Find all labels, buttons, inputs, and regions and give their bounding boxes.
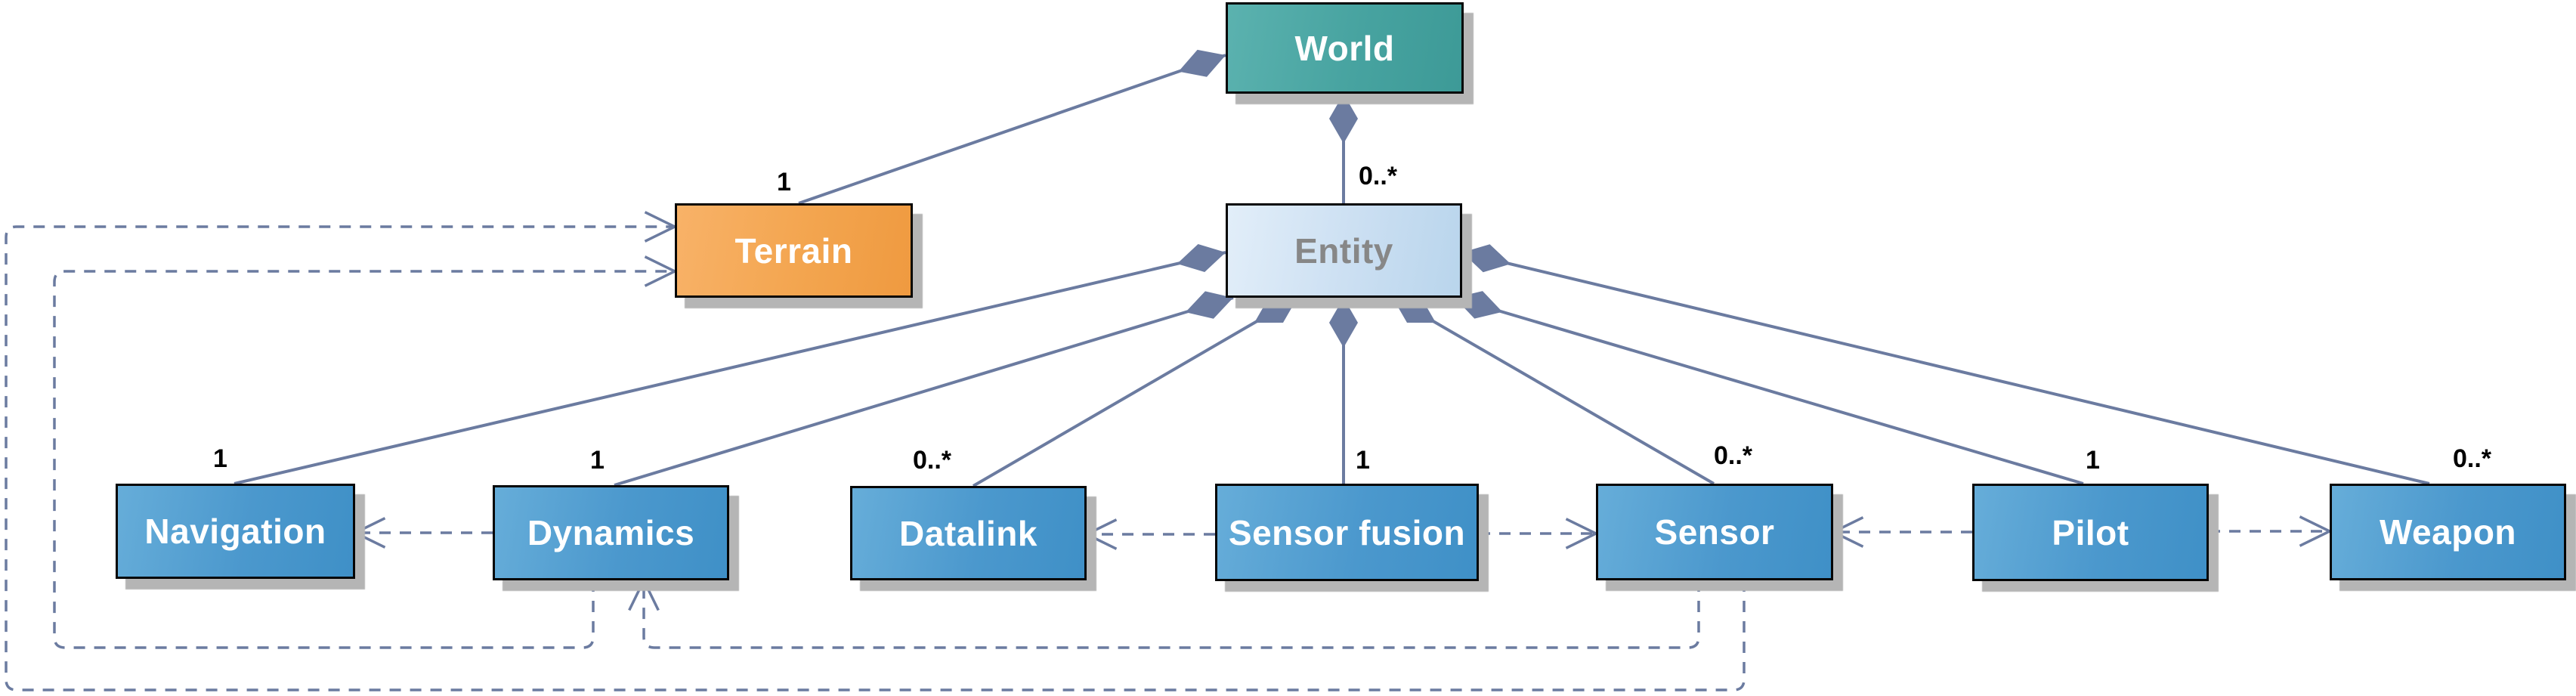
class-dynamics-label: Dynamics — [527, 513, 695, 552]
composition-entity-datalink — [972, 296, 1299, 487]
multiplicity-entity: 0..* — [1359, 162, 1398, 190]
class-weapon-label: Weapon — [2379, 512, 2517, 552]
class-sensor: Sensor — [1596, 484, 1833, 580]
dependency-pilot-sensor — [1830, 516, 1972, 548]
multiplicity-weapon: 0..* — [2453, 444, 2492, 473]
multiplicity-pilot: 1 — [2086, 446, 2100, 475]
class-world-label: World — [1294, 28, 1395, 68]
open-arrowhead-icon — [1830, 516, 1864, 548]
class-terrain-label: Terrain — [734, 230, 853, 271]
composition-entity-weapon — [1461, 244, 2430, 485]
class-entity: Entity — [1226, 203, 1462, 298]
dependency-sensorfusion-sensor — [1479, 518, 1599, 549]
multiplicity-terrain: 1 — [777, 168, 791, 196]
class-terrain: Terrain — [675, 203, 913, 298]
class-pilot-label: Pilot — [2052, 512, 2129, 552]
class-sensor-label: Sensor — [1654, 512, 1775, 552]
class-datalink-label: Datalink — [899, 513, 1038, 553]
class-sensor-fusion-label: Sensor fusion — [1228, 512, 1466, 552]
dependency-dynamics-navigation — [352, 517, 493, 549]
dependency-sensor-dynamics — [628, 577, 1700, 649]
composition-world-entity — [1329, 94, 1358, 203]
open-arrowhead-icon — [352, 517, 386, 549]
dependency-pilot-weapon — [2209, 515, 2333, 547]
multiplicity-navigation: 1 — [213, 444, 227, 473]
open-arrowhead-icon — [1084, 518, 1118, 550]
multiplicity-sensor-fusion: 1 — [1356, 446, 1370, 475]
composition-entity-dynamics — [614, 291, 1234, 487]
composition-world-terrain — [798, 49, 1226, 205]
composition-entity-navigation — [233, 244, 1226, 485]
multiplicity-sensor: 0..* — [1714, 441, 1753, 470]
multiplicity-dynamics: 1 — [590, 446, 605, 475]
open-arrowhead-icon — [628, 577, 660, 611]
class-navigation: Navigation — [116, 484, 355, 579]
class-world: World — [1226, 2, 1464, 94]
class-weapon: Weapon — [2330, 484, 2566, 580]
class-datalink: Datalink — [850, 486, 1087, 580]
class-navigation-label: Navigation — [144, 512, 326, 551]
class-dynamics: Dynamics — [493, 485, 729, 580]
dependency-sensorfusion-datalink — [1084, 518, 1215, 550]
class-pilot: Pilot — [1972, 484, 2209, 581]
class-sensor-fusion: Sensor fusion — [1215, 484, 1479, 581]
multiplicity-datalink: 0..* — [913, 446, 952, 475]
composition-entity-sensor-fusion — [1329, 298, 1358, 484]
composition-entity-pilot — [1454, 291, 2084, 485]
composition-entity-sensor — [1391, 296, 1715, 485]
class-entity-label: Entity — [1294, 230, 1393, 271]
